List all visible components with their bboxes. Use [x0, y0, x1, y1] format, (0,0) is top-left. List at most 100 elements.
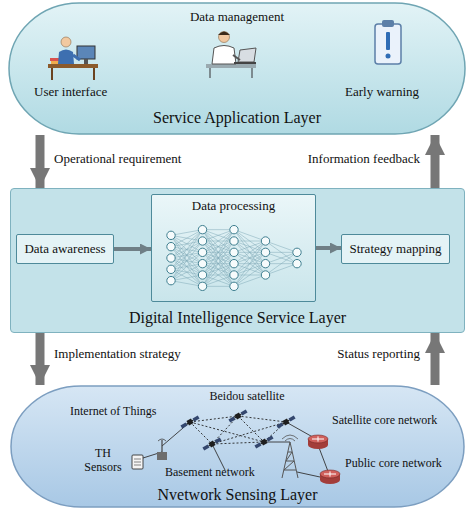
network-neuron [198, 237, 206, 245]
network-neuron [230, 225, 238, 233]
label-holder: Beidou satellite [210, 389, 285, 403]
band-shape [11, 386, 464, 507]
network-link [266, 252, 298, 263]
network-neuron [230, 248, 238, 256]
network-neuron [230, 237, 238, 245]
label-holder: Internet of Things [70, 404, 156, 418]
data-management-icon [206, 32, 256, 79]
network-link [203, 275, 235, 286]
network-neuron [167, 242, 175, 250]
edge-label-holder: Information feedback [306, 151, 422, 167]
network-link [203, 241, 235, 286]
label-holder: User interface [34, 84, 107, 100]
band-shape [9, 3, 465, 134]
network-neuron [261, 259, 269, 267]
network-link [234, 241, 266, 242]
neural-network-illustration [159, 219, 309, 297]
network-link [234, 241, 266, 264]
network-neuron [293, 259, 301, 267]
edge-label: Operational requirement [52, 151, 183, 167]
network-link [203, 286, 235, 287]
edge-label-holder: Implementation strategy [52, 346, 183, 362]
icon-label: Early warning [345, 84, 419, 100]
network-link [203, 230, 235, 287]
process-box: Strategy mapping [341, 234, 450, 264]
intelligence-layer-panel: Digital Intelligence Service Layer Data a… [10, 188, 465, 333]
network-link [234, 241, 266, 275]
network-neuron [261, 237, 269, 245]
edge-label: Information feedback [306, 151, 422, 167]
box-label: Data awareness [24, 241, 105, 257]
network-link [203, 264, 235, 287]
network-link [234, 241, 266, 252]
layer-title: Service Application Layer [153, 108, 321, 127]
network-neuron [167, 254, 175, 262]
network-link [171, 230, 203, 281]
edge-label-holder: Status reporting [335, 346, 422, 362]
network-neuron [167, 276, 175, 284]
network-link [266, 264, 298, 275]
satellite-links [190, 416, 286, 444]
layer-arrow [431, 135, 440, 188]
layer-title: Digital Intelligence Service Layer [129, 308, 346, 327]
edge-label: Implementation strategy [52, 346, 183, 362]
network-link [171, 281, 203, 287]
network-link [266, 252, 298, 253]
process-box: Data awareness [16, 234, 114, 264]
network-link [234, 241, 266, 275]
network-link [203, 230, 235, 264]
network-label: Public core network [345, 456, 442, 470]
network-link [266, 252, 298, 263]
network-label: Basement network [165, 465, 255, 479]
network-link [234, 275, 266, 286]
network-link [203, 229, 235, 230]
network-link [234, 241, 266, 252]
network-link [266, 252, 298, 275]
network-link [266, 241, 298, 252]
network-link [203, 230, 235, 275]
layer-arrow [431, 333, 440, 385]
flow-arrow [114, 247, 151, 251]
label-holder: Data management [190, 9, 284, 25]
network-link [203, 241, 235, 286]
iot-device [157, 439, 167, 460]
label-holder: Basement network [165, 465, 255, 479]
edge-label-holder: Operational requirement [52, 151, 183, 167]
network-neuron [261, 271, 269, 279]
core-routers [308, 435, 340, 484]
basement-tower [282, 435, 298, 478]
network-neuron [198, 271, 206, 279]
layer-arrow [36, 333, 45, 385]
network-link [234, 230, 266, 275]
network-neuron [230, 259, 238, 267]
layer-arrow [36, 135, 45, 188]
network-link [203, 230, 235, 241]
network-link [203, 264, 235, 287]
network-neuron [198, 259, 206, 267]
network-neuron [198, 248, 206, 256]
network-label: TH Sensors [78, 446, 128, 475]
network-neuron [230, 271, 238, 279]
processing-box: Data processing [151, 194, 316, 302]
network-link [171, 258, 203, 286]
network-label: Internet of Things [70, 404, 156, 418]
network-link [234, 252, 266, 286]
network-neuron [293, 248, 301, 256]
user-interface-icon [48, 37, 98, 80]
network-label: Satellite core network [332, 413, 437, 427]
network-link [171, 230, 203, 258]
network-link [203, 275, 235, 286]
network-link [203, 230, 235, 264]
network-link [234, 241, 266, 264]
icon-label: User interface [34, 84, 107, 100]
network-link [234, 241, 266, 286]
network-link [203, 230, 235, 275]
network-link [203, 230, 235, 287]
network-link [171, 252, 203, 280]
label-holder: Early warning [345, 84, 419, 100]
network-neuron [167, 265, 175, 273]
icon-label: Data management [190, 9, 284, 25]
box-label: Strategy mapping [349, 241, 441, 257]
network-neuron [167, 231, 175, 239]
